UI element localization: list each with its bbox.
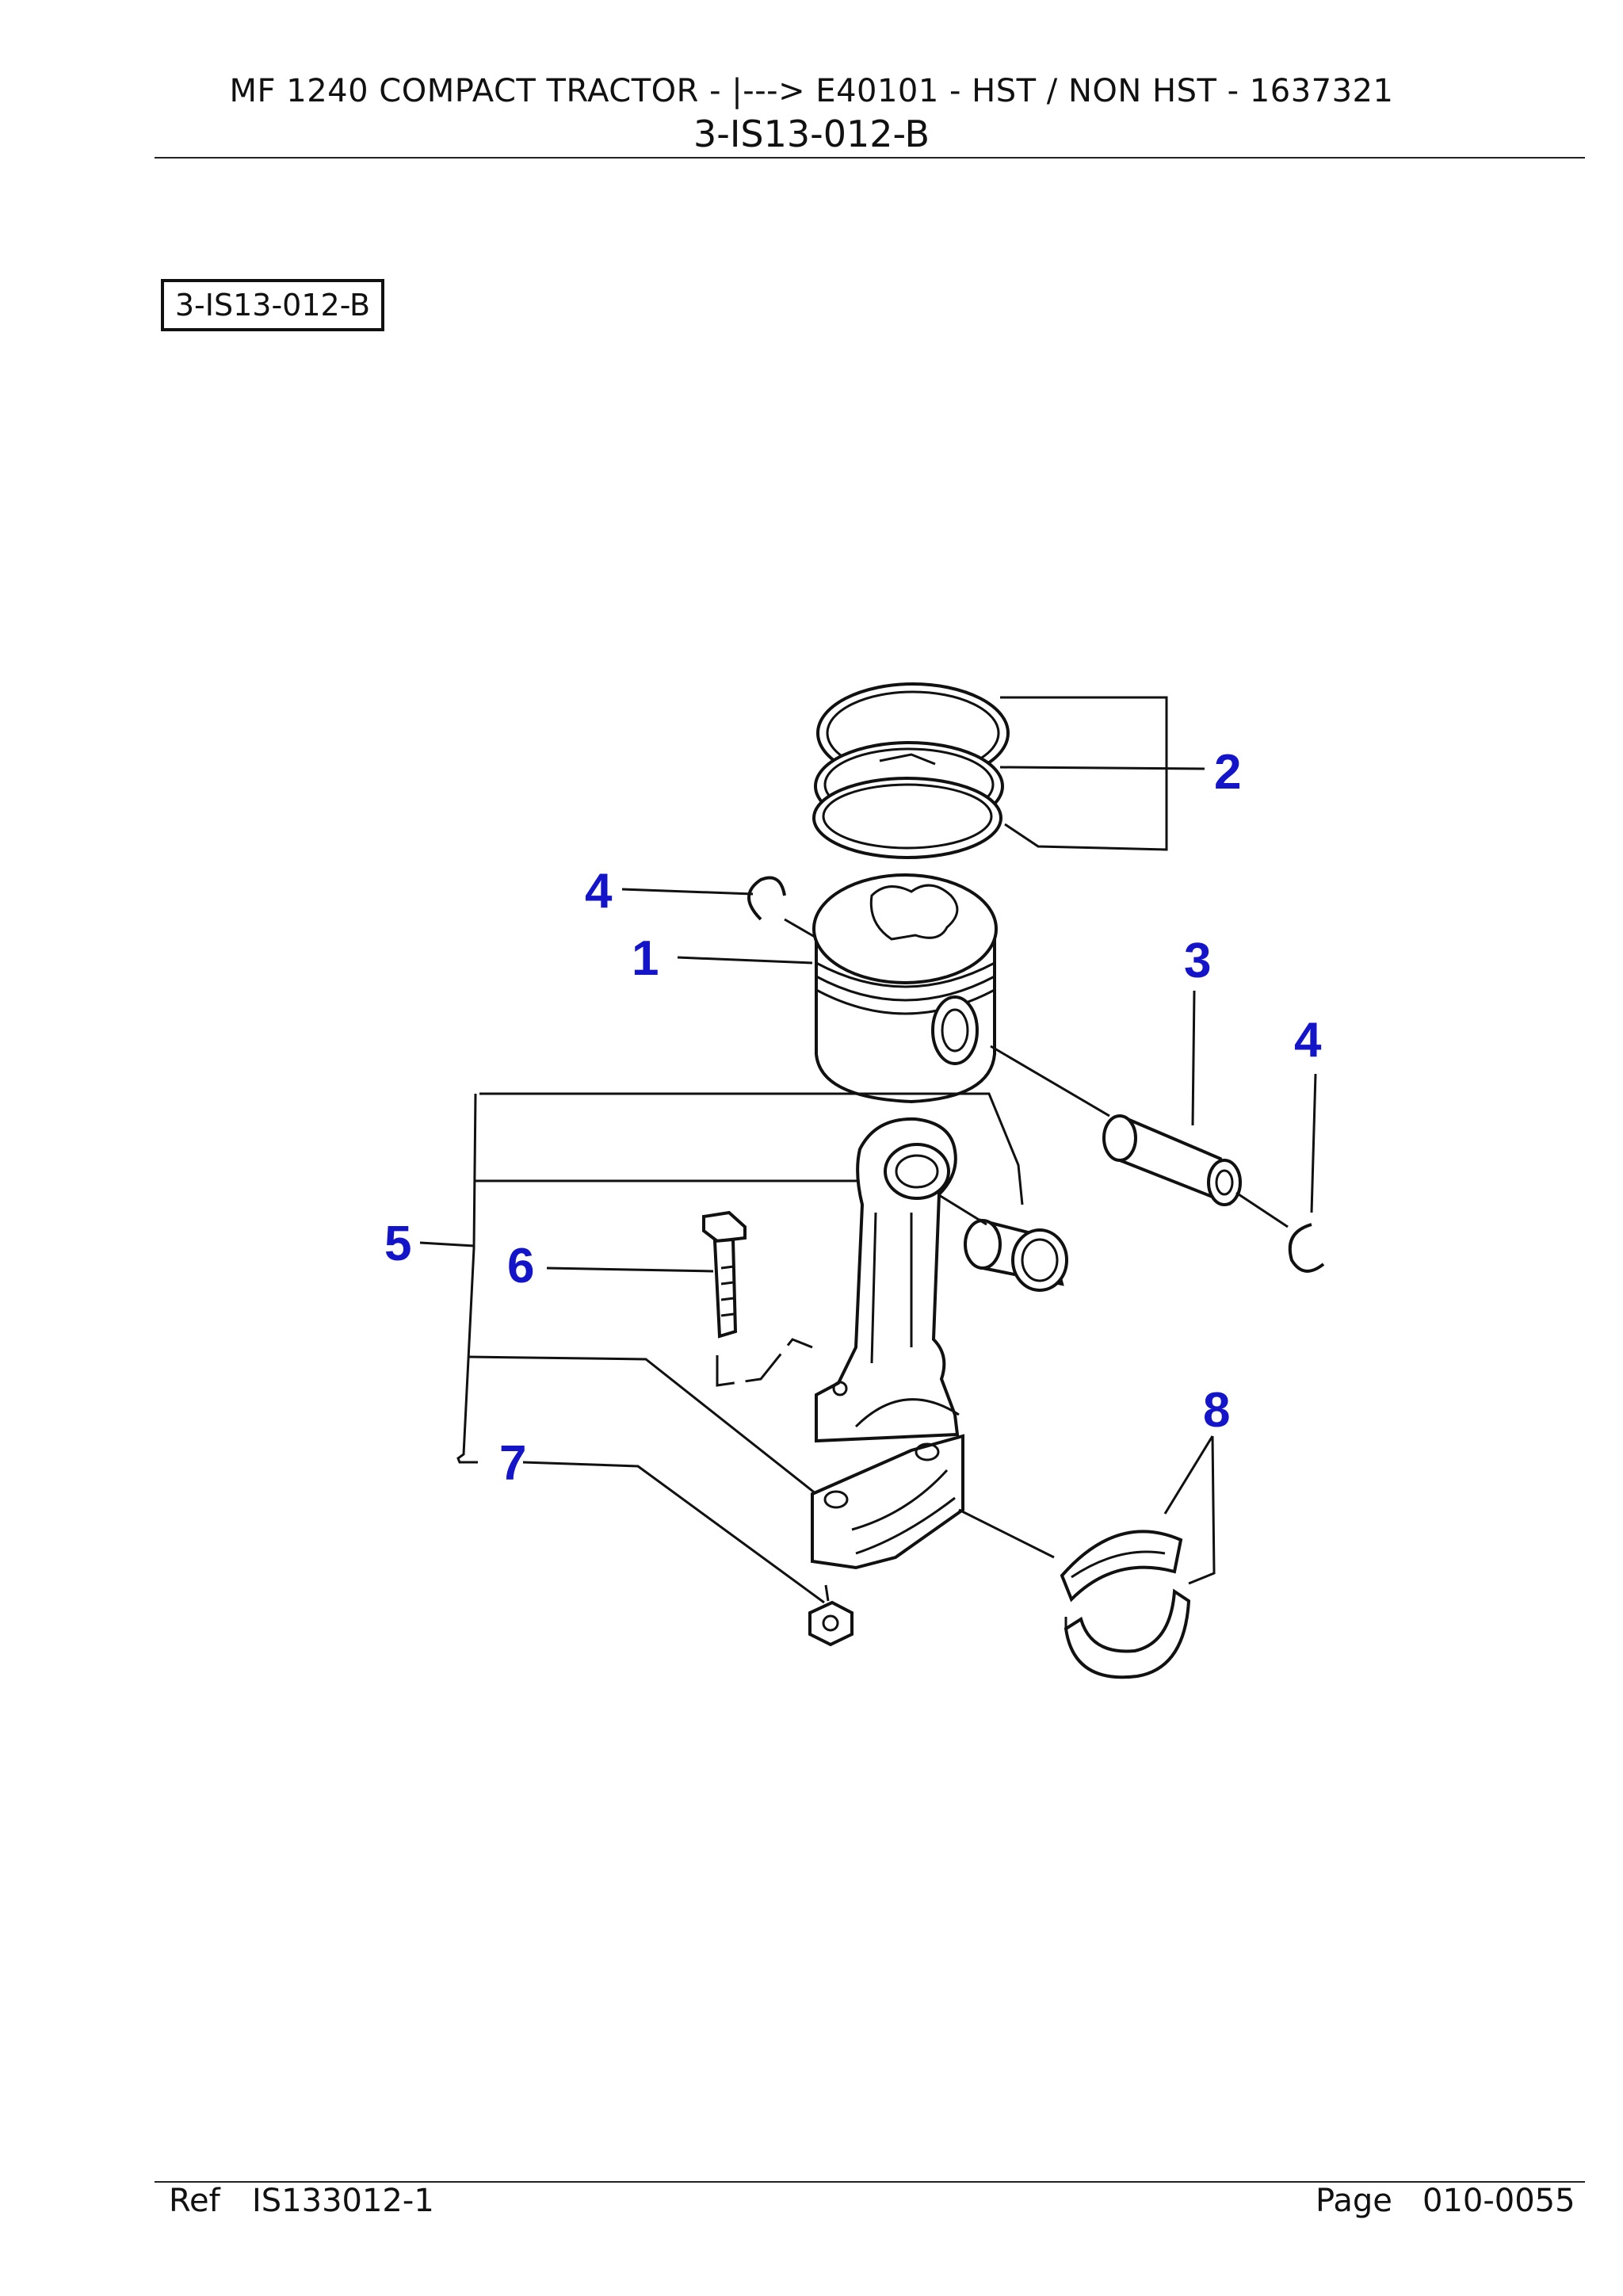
piston-pin [1102,1114,1242,1206]
bearing-shells [1060,1530,1191,1679]
callout-8: 8 [1203,1383,1230,1438]
connecting-rod [815,1117,960,1443]
header-divider [155,157,1585,159]
footer-ref-label: Ref [169,2183,220,2219]
leader-line-4b-b [1235,1191,1289,1228]
footer-divider [155,2181,1585,2183]
rod-bolt [702,1210,747,1339]
leader-line-4a-b [784,918,815,938]
leader-line-3 [1191,990,1196,1126]
leader-line-bolt-axis [716,1338,813,1387]
piston [812,873,998,1104]
leader-line-5-top [479,1092,1024,1205]
leader-line-8 [1163,1435,1216,1585]
leader-line-5-bracket [456,1093,478,1464]
piston-rings [812,682,1010,859]
leader-line-pin [990,1045,1110,1117]
diagram-reference-box: 3-IS13-012-B [161,279,384,331]
callout-4-left: 4 [585,864,613,919]
rod-cap [811,1434,964,1570]
callout-6: 6 [507,1239,534,1293]
leader-line-shell [958,1508,1055,1559]
callout-3: 3 [1184,934,1211,988]
leader-line-2b [999,766,1205,770]
leader-line-4a [621,888,754,896]
leader-line-1 [677,956,813,965]
snap-ring-right [1288,1223,1325,1273]
leader-line-6 [546,1266,714,1273]
footer-ref-value: IS133012-1 [252,2183,434,2219]
callout-1: 1 [632,931,659,986]
callout-7: 7 [499,1436,526,1491]
leader-line-bushing [938,1194,987,1226]
page-title: MF 1240 COMPACT TRACTOR - |---> E40101 -… [229,73,1394,109]
callout-5: 5 [384,1217,411,1271]
small-end-bushing [964,1218,1068,1292]
footer-page-label: Page [1316,2183,1392,2219]
callout-2: 2 [1214,745,1241,800]
snap-ring-left [747,876,786,921]
leader-line-cap [467,1355,817,1496]
callout-4-right: 4 [1294,1013,1322,1068]
leader-line-7b [824,1584,830,1602]
leader-line-4b [1310,1073,1317,1213]
leader-line-5 [419,1241,475,1247]
footer-page-value: 010-0055 [1423,2183,1575,2219]
leader-line-7 [522,1461,825,1604]
rod-nut [808,1600,854,1647]
page-subtitle: 3-IS13-012-B [693,113,930,155]
leader-line-2 [1000,696,1168,851]
